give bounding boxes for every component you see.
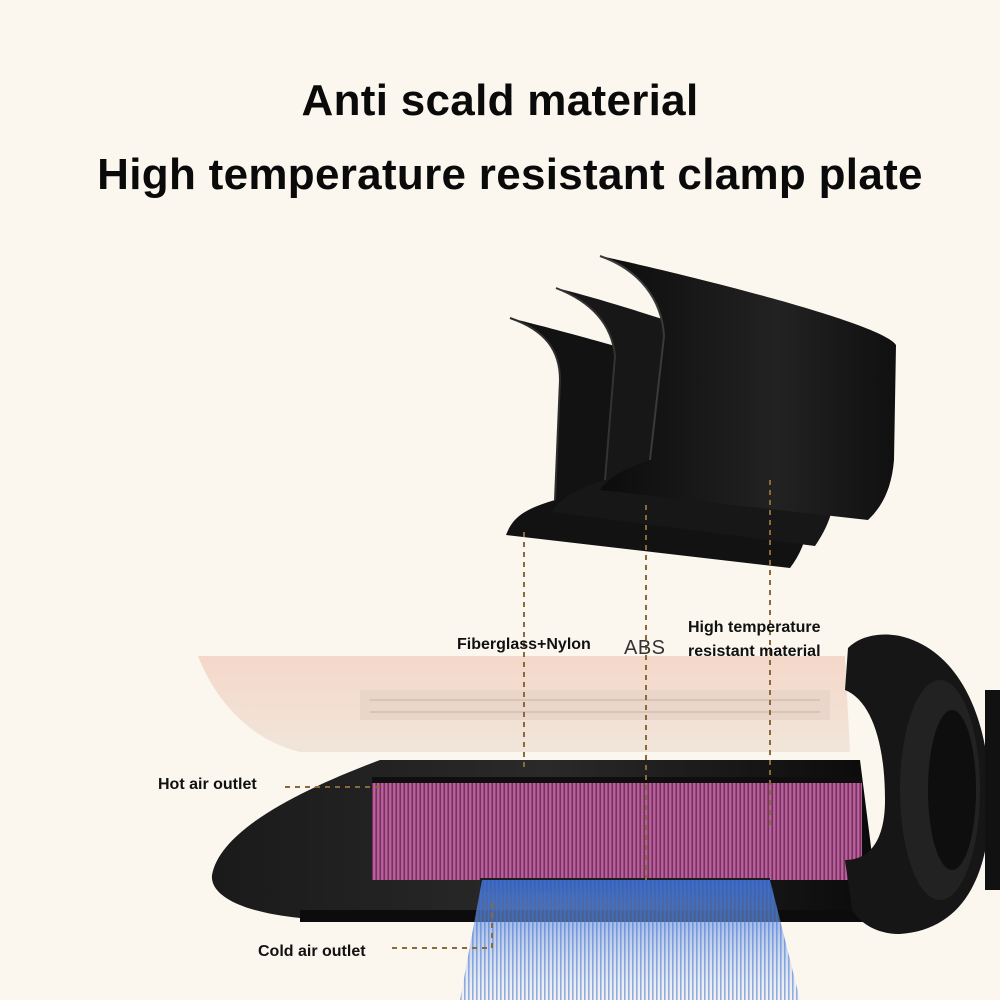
leader-lines — [285, 480, 771, 949]
clamp-plate-layers — [506, 255, 896, 568]
label-high-temperature: High temperature resistant material — [688, 616, 821, 664]
plate-layer-front — [600, 256, 896, 520]
label-cold-air-outlet: Cold air outlet — [258, 943, 366, 960]
label-high-temperature-line-1: High temperature — [688, 619, 821, 636]
dryer-handle-ring — [845, 634, 1000, 934]
headline-line-2: High temperature resistant clamp plate — [97, 150, 923, 199]
label-abs: ABS — [624, 637, 666, 659]
label-hot-air-outlet: Hot air outlet — [158, 776, 257, 793]
heating-element — [372, 780, 862, 880]
leader-cold-air — [392, 900, 493, 949]
label-fiberglass-nylon: Fiberglass+Nylon — [457, 636, 591, 653]
label-high-temperature-line-2: resistant material — [688, 643, 821, 660]
cold-air-stream — [460, 880, 800, 1000]
headline-line-1: Anti scald material — [301, 76, 699, 125]
